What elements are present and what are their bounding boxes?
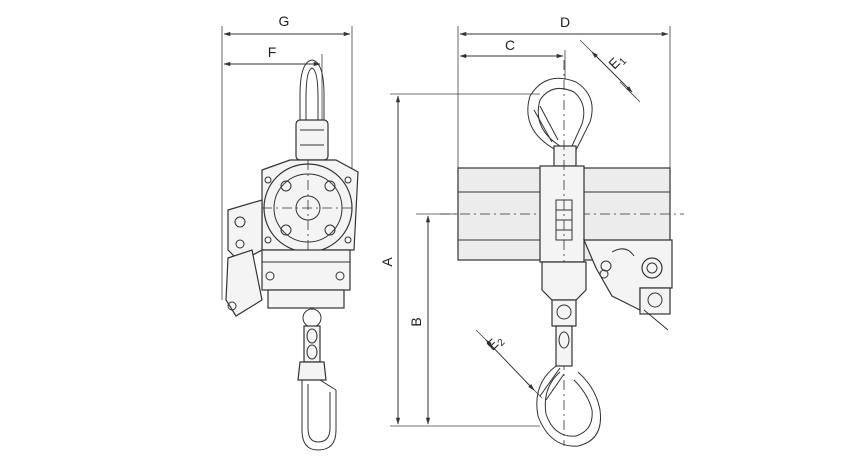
side-hoist-body <box>539 60 585 446</box>
dimension-a: A <box>379 93 540 427</box>
front-top-hook <box>295 59 329 161</box>
front-lower-block <box>297 325 327 381</box>
side-view: D C E1 A B <box>379 14 684 447</box>
label-e1: E1 <box>605 50 629 74</box>
front-view: G F <box>221 13 359 451</box>
side-trolley-drive <box>583 239 673 331</box>
dimension-e1: E1 <box>579 39 641 103</box>
label-d: D <box>560 14 570 30</box>
dimension-b: B <box>408 213 460 425</box>
front-motor-housing <box>261 159 359 256</box>
label-g: G <box>279 13 290 29</box>
dimension-d: D <box>457 14 671 176</box>
front-bottom-hook <box>301 379 337 451</box>
label-c: C <box>505 37 515 53</box>
side-lower-block <box>541 261 587 367</box>
label-f: F <box>268 44 277 60</box>
side-bottom-hook <box>536 365 602 447</box>
front-gearbox <box>261 249 351 328</box>
dimension-e2: E2 <box>475 329 543 399</box>
label-a: A <box>379 257 395 267</box>
label-e2: E2 <box>483 331 507 355</box>
side-top-hook <box>527 77 593 167</box>
dimension-g: G <box>221 13 353 300</box>
label-b: B <box>408 317 424 326</box>
front-side-lever <box>225 199 263 317</box>
dimension-c: C <box>459 37 566 80</box>
